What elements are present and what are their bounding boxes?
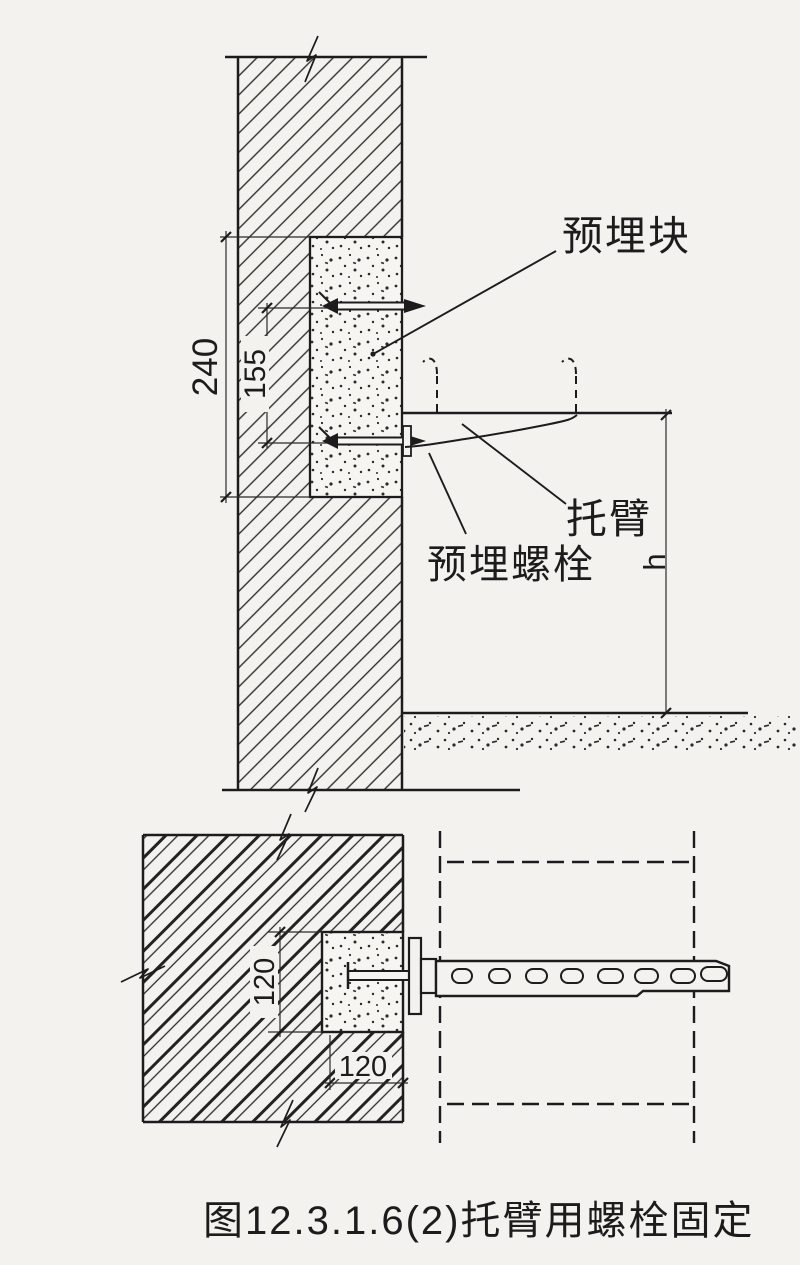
dim-240-text: 240 xyxy=(186,338,225,396)
wall-hatching-section xyxy=(238,57,402,790)
dim-155-text: 155 xyxy=(239,349,272,399)
bolt-plan xyxy=(346,962,409,989)
figure-caption: 图12.3.1.6(2)托臂用螺栓固定 xyxy=(203,1199,754,1243)
embedded-block-plan xyxy=(320,930,405,1034)
dimension-h: h xyxy=(637,409,672,719)
nut-plan xyxy=(419,957,438,995)
dim-h-text: h xyxy=(637,553,672,570)
dim-120h-text: 120 xyxy=(339,1051,387,1083)
hanger-hook-right xyxy=(561,357,577,412)
label-embedded-block: 预埋块 xyxy=(562,213,691,259)
embedded-block-section xyxy=(308,235,404,499)
break-symbol-bottom xyxy=(304,767,319,813)
dimension-120-vertical: 120 xyxy=(249,926,322,1038)
dimension-120-horizontal: 120 xyxy=(324,1035,409,1090)
label-bracket-arm: 托臂 xyxy=(566,496,652,542)
hanger-hook-left xyxy=(422,357,438,412)
dimension-240: 240 xyxy=(186,231,310,503)
plan-break-top xyxy=(276,813,292,861)
break-symbol-top xyxy=(304,35,319,83)
dimension-155: 155 xyxy=(239,302,334,449)
base-plate-plan xyxy=(407,936,423,1016)
plan-break-left xyxy=(120,965,166,983)
slotted-bracket-arm-plan xyxy=(434,959,731,998)
bracket-arm-section xyxy=(402,411,672,457)
plan-view: 120 120 xyxy=(120,813,731,1148)
callouts: 预埋块 托臂 预埋螺栓 xyxy=(370,213,691,587)
plan-break-bottom xyxy=(276,1099,294,1148)
anchor-bolt-top xyxy=(318,291,426,314)
dim-120v-text: 120 xyxy=(249,958,281,1006)
ground xyxy=(402,711,796,752)
section-view: 240 155 xyxy=(186,35,796,813)
label-embedded-bolt: 预埋螺栓 xyxy=(427,543,595,587)
